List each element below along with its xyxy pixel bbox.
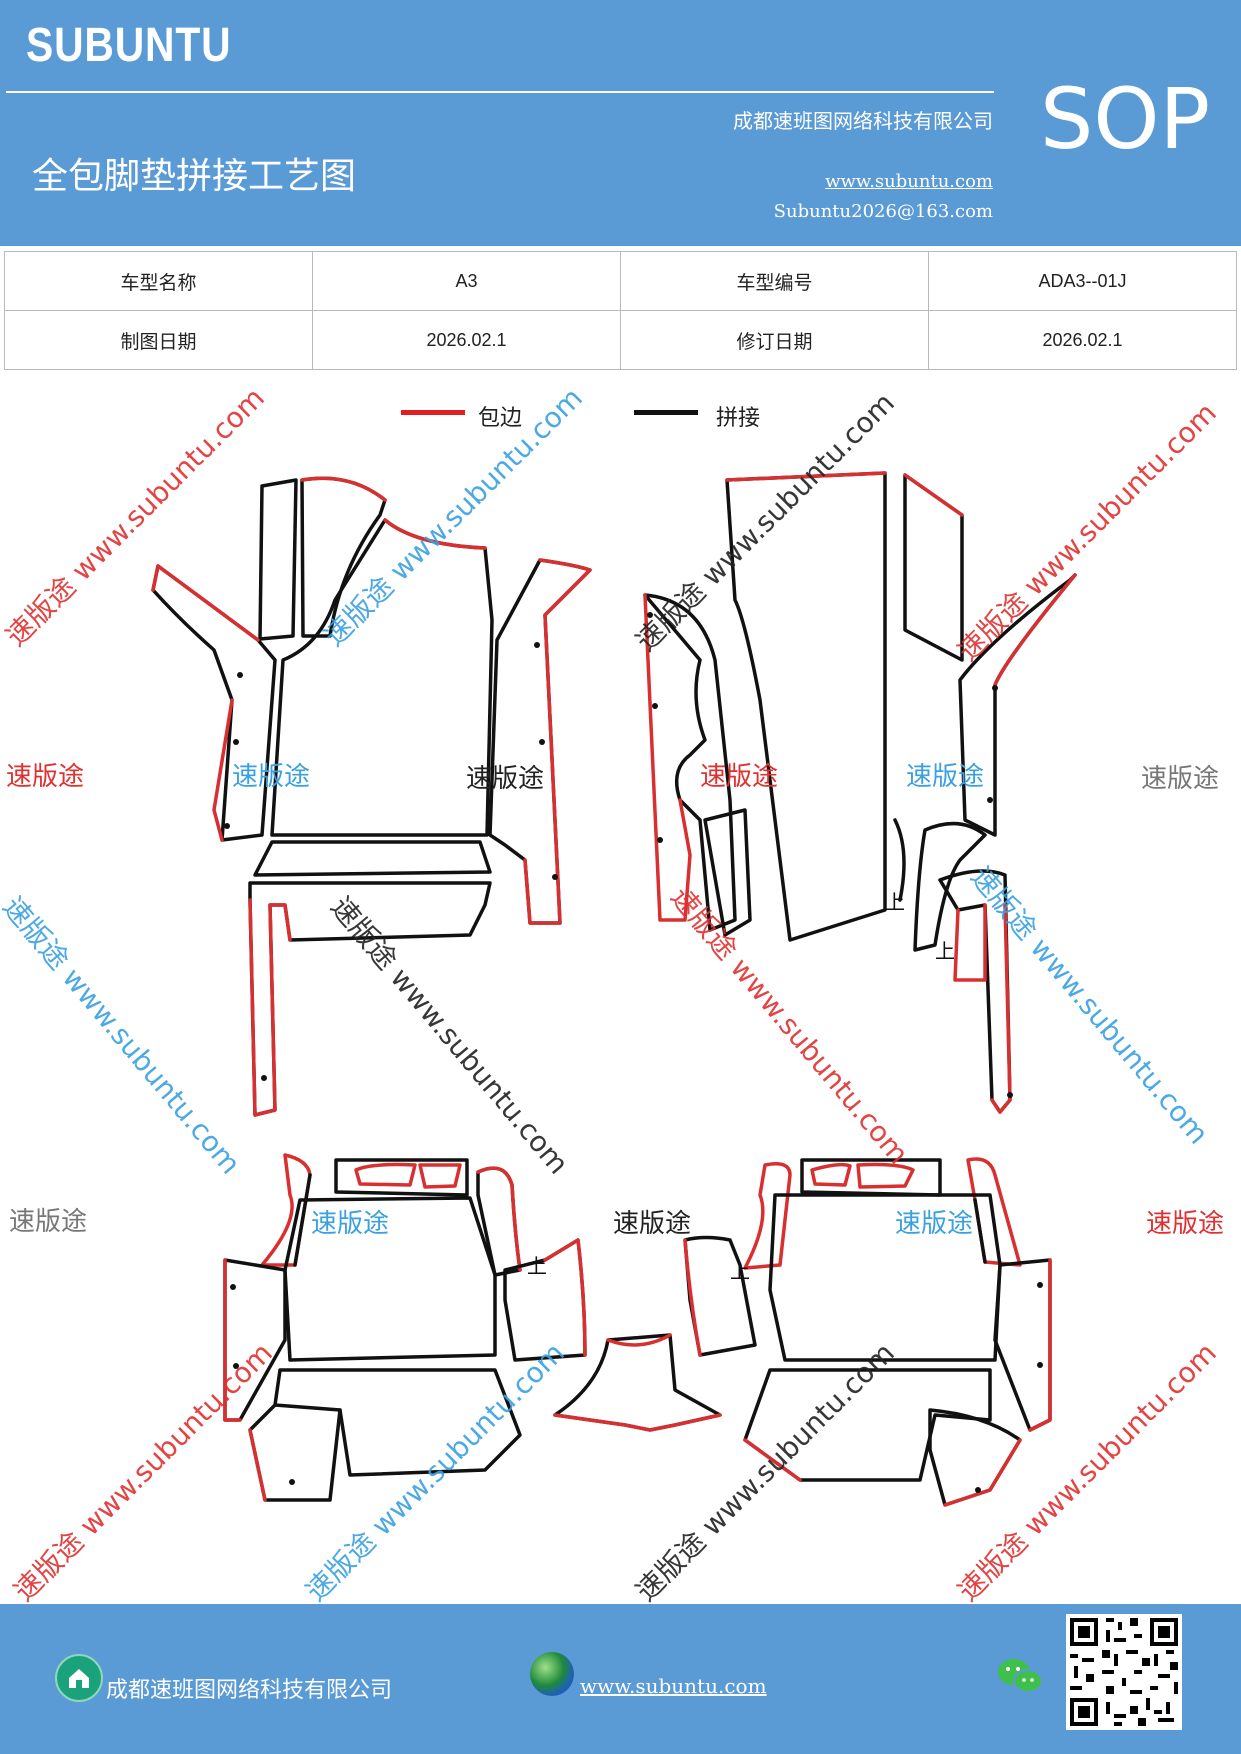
watermark: 速版途 xyxy=(700,762,779,792)
header-divider xyxy=(6,91,994,93)
header-website-link[interactable]: www.subuntu.com xyxy=(825,171,993,192)
table-row: 车型名称 A3 车型编号 ADA3--01J xyxy=(4,251,1237,311)
fastener-dots xyxy=(224,612,1043,1493)
draw-date-value: 2026.02.1 xyxy=(312,310,621,370)
revise-date-value: 2026.02.1 xyxy=(928,310,1237,370)
watermark: 速版途 xyxy=(906,762,985,792)
up-marker: 上 xyxy=(935,939,955,963)
watermark: 速版途 xyxy=(1141,764,1220,794)
mat-diagram xyxy=(151,471,1077,1507)
center-tunnel-mat xyxy=(553,1333,722,1432)
legend-join-swatch xyxy=(634,410,698,415)
legend-join-label: 拼接 xyxy=(716,406,761,431)
sop-badge: SOP xyxy=(1040,70,1211,168)
watermark: 速版途 xyxy=(466,764,545,794)
watermark: 速版途 xyxy=(895,1209,974,1239)
watermark: 速版途 xyxy=(9,1207,88,1237)
watermark: 速版途 xyxy=(311,1209,390,1239)
table-row: 制图日期 2026.02.1 修订日期 2026.02.1 xyxy=(4,310,1237,370)
model-code-value: ADA3--01J xyxy=(928,251,1237,311)
qr-code xyxy=(1066,1614,1182,1730)
draw-date-label: 制图日期 xyxy=(4,310,313,370)
legend-edge-label: 包边 xyxy=(478,406,523,431)
legend-edge-swatch xyxy=(401,410,465,415)
page-title: 全包脚垫拼接工艺图 xyxy=(32,156,357,197)
header-banner: SUBUNTU 成都速班图网络科技有限公司 全包脚垫拼接工艺图 www.subu… xyxy=(0,0,1241,246)
up-marker: 上 xyxy=(730,1259,750,1283)
front-left-mat-set xyxy=(151,476,592,1117)
footer-website-link[interactable]: www.subuntu.com xyxy=(580,1674,767,1698)
model-name-value: A3 xyxy=(312,251,621,311)
brand-logo: SUBUNTU xyxy=(26,19,232,72)
model-code-label: 车型编号 xyxy=(620,251,929,311)
watermark: 速版途 xyxy=(613,1209,692,1239)
up-marker: 上 xyxy=(527,1254,547,1278)
header-company: 成都速班图网络科技有限公司 xyxy=(733,109,993,133)
footer-banner: 成都速班图网络科技有限公司 www.subuntu.com xyxy=(0,1604,1241,1754)
info-table: 车型名称 A3 车型编号 ADA3--01J 制图日期 2026.02.1 修订… xyxy=(4,251,1237,370)
model-name-label: 车型名称 xyxy=(4,251,313,311)
wechat-icon[interactable] xyxy=(996,1656,1044,1700)
globe-icon xyxy=(530,1652,574,1696)
home-icon xyxy=(55,1654,103,1702)
up-marker: 上 xyxy=(885,890,905,914)
rear-right-mat-set xyxy=(683,1157,1052,1507)
header-email: Subuntu2026@163.com xyxy=(773,201,993,222)
watermark: 速版途 xyxy=(6,762,85,792)
front-right-mat-set xyxy=(643,471,1077,1114)
watermark: 速版途 xyxy=(1146,1209,1225,1239)
watermark: 速版途 xyxy=(232,762,311,792)
footer-company: 成都速班图网络科技有限公司 xyxy=(106,1678,393,1703)
revise-date-label: 修订日期 xyxy=(620,310,929,370)
rear-left-mat-set xyxy=(223,1153,587,1502)
